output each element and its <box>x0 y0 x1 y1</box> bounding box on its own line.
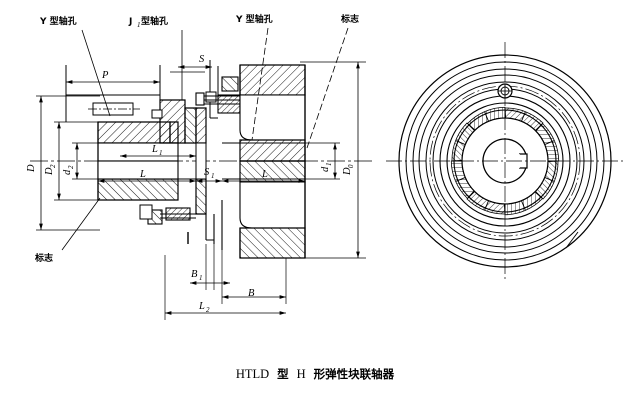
callout-y-bore-right: Y 型轴孔 <box>235 13 273 25</box>
label-D0-sub: 0 <box>347 164 355 168</box>
dimension-labels: D D 2 d 2 d 1 D 0 P S L 1 L S 1 L <box>26 54 355 314</box>
label-D2: D <box>44 167 55 176</box>
center-web <box>195 60 219 215</box>
right-bore-lines <box>222 142 305 180</box>
elastic-block-ring <box>450 106 560 216</box>
callout-labels: Y 型轴孔 J 1 型轴孔 Y 型轴孔 标志 标志 <box>34 13 359 264</box>
caption-group: HTLD 型 H 形弹性块联轴器 <box>236 365 395 382</box>
label-L1-sub: 1 <box>159 149 163 157</box>
label-D0: D <box>342 167 353 176</box>
label-d2-sub: 2 <box>67 165 75 169</box>
label-L1-group: L 1 <box>151 144 163 157</box>
label-B1-group: B 1 <box>191 269 203 282</box>
leader-mark-bottom <box>61 197 101 251</box>
label-D2-sub: 2 <box>49 164 57 168</box>
label-d2: d <box>62 169 73 175</box>
label-B: B <box>248 288 255 299</box>
mid-ring-edges <box>187 200 223 250</box>
callout-j1-sub: 1 <box>137 21 141 29</box>
front-bore <box>482 138 528 184</box>
callout-mark-bottom: 标志 <box>34 252 53 264</box>
callout-mark-top: 标志 <box>340 13 359 25</box>
label-L1: L <box>151 144 158 155</box>
callout-j1-bore-group: J 1 型轴孔 <box>128 15 168 29</box>
caption-model: HTLD <box>236 367 269 381</box>
caption-type-char: 型 <box>277 367 289 381</box>
label-S: S <box>199 54 205 65</box>
label-L-left: L <box>139 169 146 180</box>
leader-y-bore-left <box>81 29 111 117</box>
left-hub-lower <box>97 160 179 201</box>
label-S1-sub: 1 <box>211 172 215 180</box>
caption-letter: H <box>297 367 306 381</box>
leader-lines <box>61 27 349 251</box>
front-view <box>386 42 624 280</box>
label-P: P <box>101 70 109 81</box>
leader-y-bore-right <box>251 27 269 141</box>
label-B1: B <box>191 269 198 280</box>
label-d1-sub: 1 <box>325 163 333 167</box>
label-S1-group: S 1 <box>204 167 215 180</box>
label-S1: S <box>204 167 210 178</box>
front-leader-tick <box>565 231 579 249</box>
label-L-right: L <box>261 169 268 180</box>
drawing-caption: HTLD 型 H 形弹性块联轴器 <box>236 365 395 382</box>
label-B1-sub: 1 <box>199 274 203 282</box>
label-D: D <box>26 164 37 173</box>
left-bore-lines <box>98 142 196 180</box>
callout-j1-letter: J <box>128 17 132 27</box>
dimension-lines <box>36 61 366 320</box>
label-L2: L <box>198 301 205 312</box>
label-L2-group: L 2 <box>198 301 210 314</box>
sectional-view <box>30 60 375 259</box>
caption-rest: 形弹性块联轴器 <box>314 367 395 381</box>
right-hub <box>239 64 306 259</box>
label-d1: d <box>320 166 331 172</box>
label-L2-sub: 2 <box>206 306 210 314</box>
callout-y-bore-left: Y 型轴孔 <box>39 15 77 27</box>
leader-mark-top <box>306 27 349 149</box>
elastic-block-assembly-lower <box>139 204 196 225</box>
callout-j1-rest: 型轴孔 <box>141 15 168 27</box>
